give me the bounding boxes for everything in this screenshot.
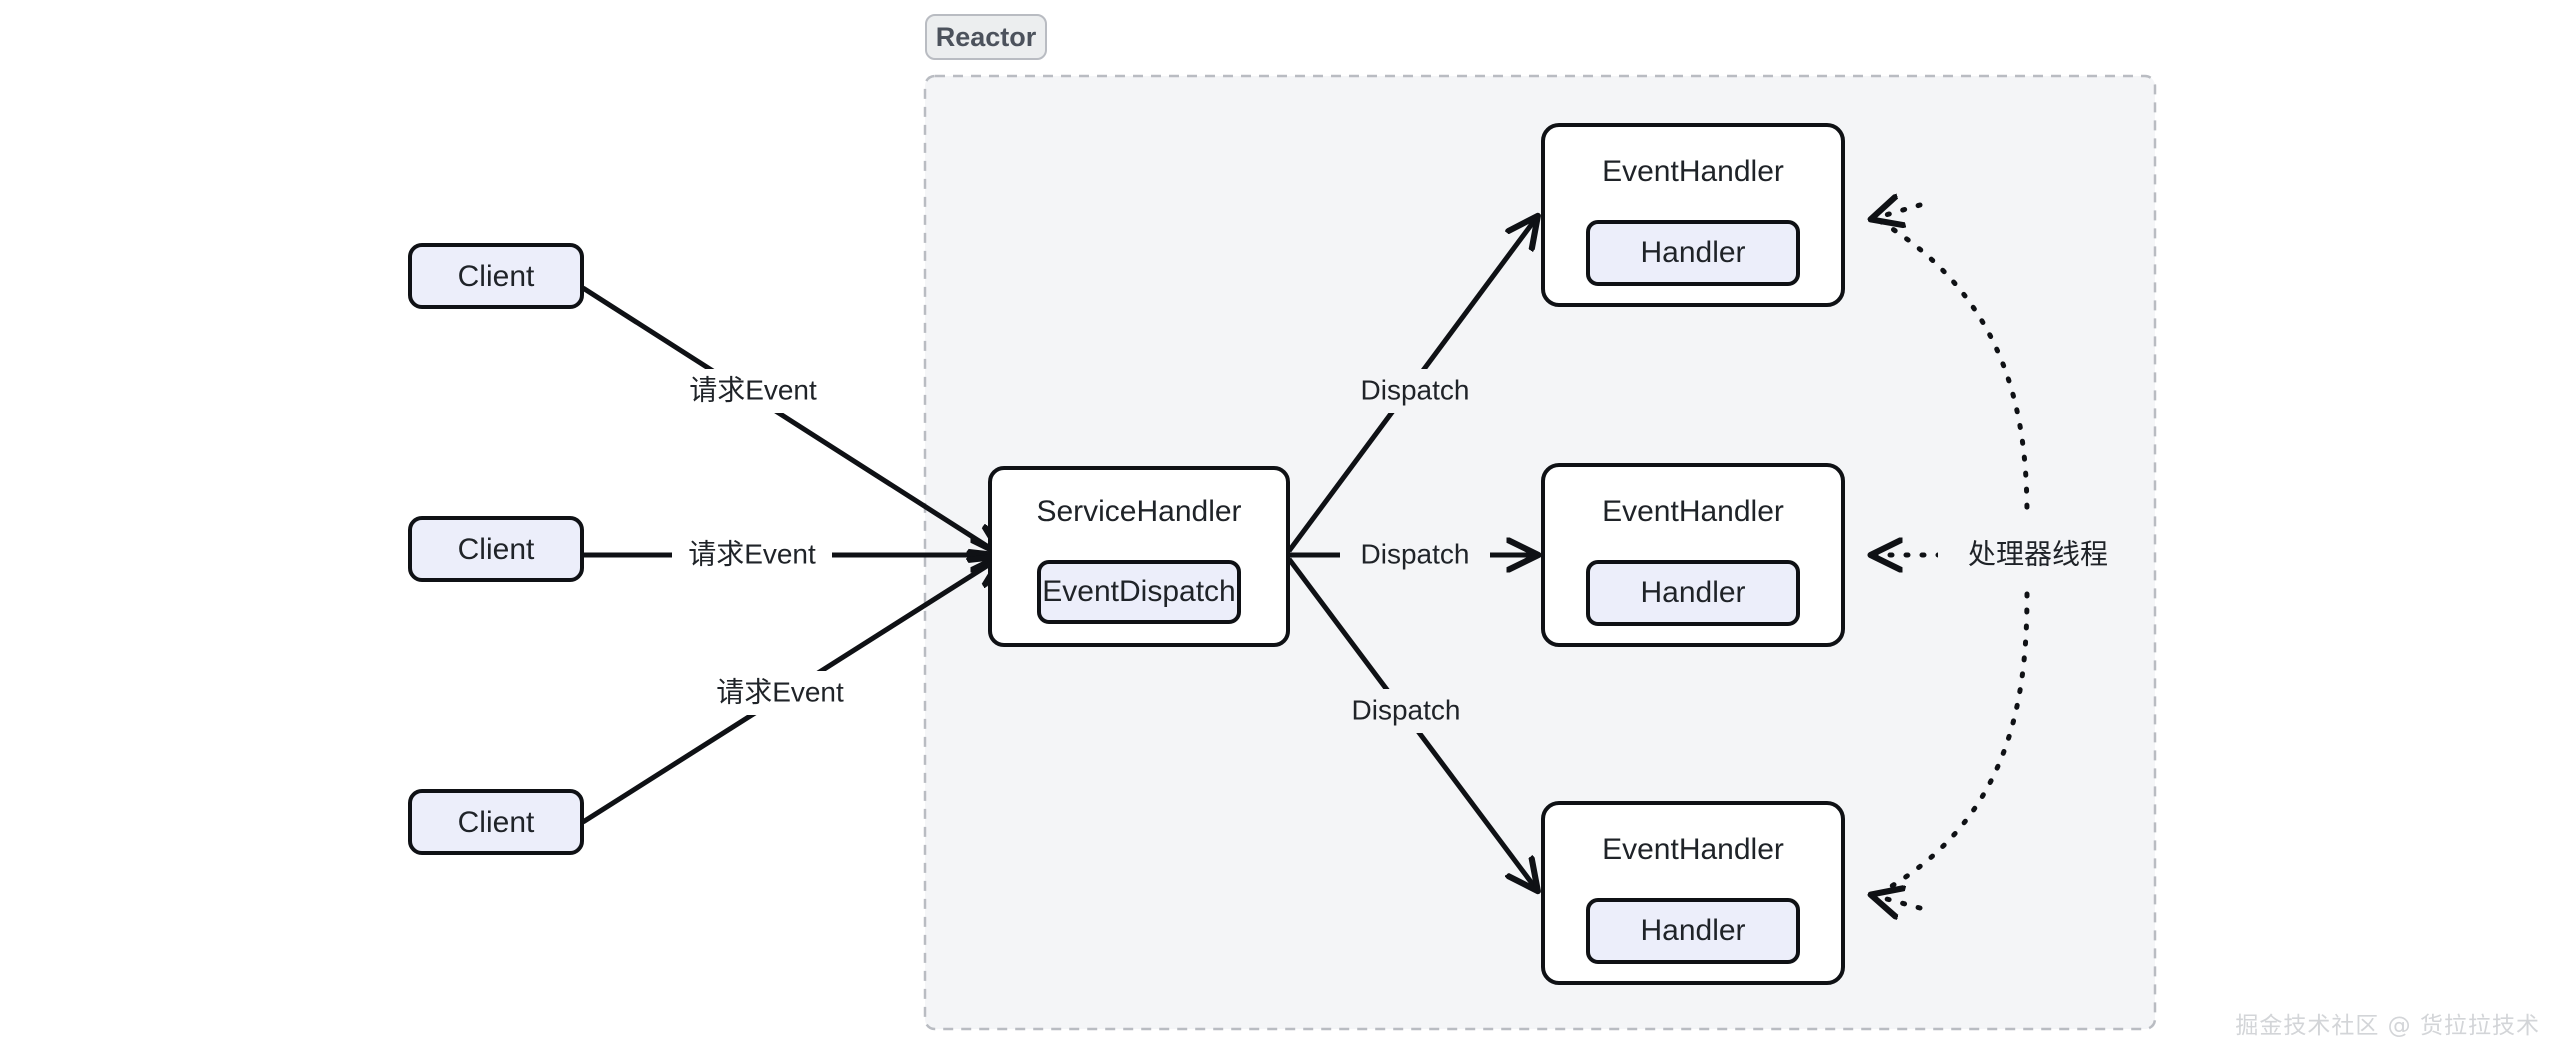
client-node-3[interactable]: Client (408, 789, 584, 855)
event-handler-node-2[interactable]: EventHandler Handler (1541, 463, 1845, 647)
request-edge-label-2: 请求Event (688, 538, 816, 569)
client-node-3-box[interactable] (408, 789, 584, 855)
client-node-1-box[interactable] (408, 243, 584, 309)
reactor-group-badge: Reactor (925, 14, 1047, 60)
watermark: 掘金技术社区 @ 货拉拉技术 (2235, 1013, 2540, 1039)
client-node-1[interactable]: Client (408, 243, 584, 309)
handler-label-3: Handler (1640, 914, 1745, 947)
event-handler-title-3: EventHandler (1602, 833, 1784, 866)
event-dispatch-box[interactable] (1037, 560, 1241, 624)
client-node-1-label: Client (458, 260, 535, 293)
request-edge-label-1: 请求Event (689, 374, 817, 405)
dispatch-edge-label-3: Dispatch (1352, 694, 1461, 725)
client-node-2-box[interactable] (408, 516, 584, 582)
handler-thread-label: 处理器线程 (1968, 538, 2108, 569)
event-handler-node-3[interactable]: EventHandler Handler (1541, 801, 1845, 985)
reactor-badge-label: Reactor (936, 22, 1037, 52)
dispatch-edge-2: Dispatch (1289, 533, 1537, 577)
request-edge-3: 请求Event (581, 557, 1001, 825)
handler-box-2[interactable] (1586, 560, 1800, 626)
handler-label-1: Handler (1640, 236, 1745, 269)
event-handler-title-1: EventHandler (1602, 155, 1784, 188)
client-node-2-label: Client (458, 533, 535, 566)
handler-box-1[interactable] (1586, 220, 1800, 286)
client-node-3-label: Client (458, 806, 535, 839)
service-handler-node[interactable]: ServiceHandler EventDispatch (988, 466, 1290, 647)
request-edge-2: 请求Event (583, 533, 1001, 577)
dispatch-edge-label-2: Dispatch (1361, 538, 1470, 569)
reactor-badge-box (925, 14, 1047, 60)
client-node-2[interactable]: Client (408, 516, 584, 582)
dispatch-edge-3: Dispatch (1286, 557, 1537, 890)
dispatch-edge-label-1: Dispatch (1361, 374, 1470, 405)
dispatch-edge-1: Dispatch (1286, 217, 1537, 553)
request-edge-1: 请求Event (581, 285, 1001, 555)
handler-box-3[interactable] (1586, 898, 1800, 964)
event-handler-title-2: EventHandler (1602, 495, 1784, 528)
handler-thread-edge: 处理器线程 (1872, 205, 2138, 908)
service-handler-title: ServiceHandler (1036, 495, 1241, 528)
event-handler-node-1[interactable]: EventHandler Handler (1541, 123, 1845, 307)
event-dispatch-label: EventDispatch (1042, 575, 1235, 608)
request-edge-label-3: 请求Event (716, 676, 844, 707)
handler-label-2: Handler (1640, 576, 1745, 609)
